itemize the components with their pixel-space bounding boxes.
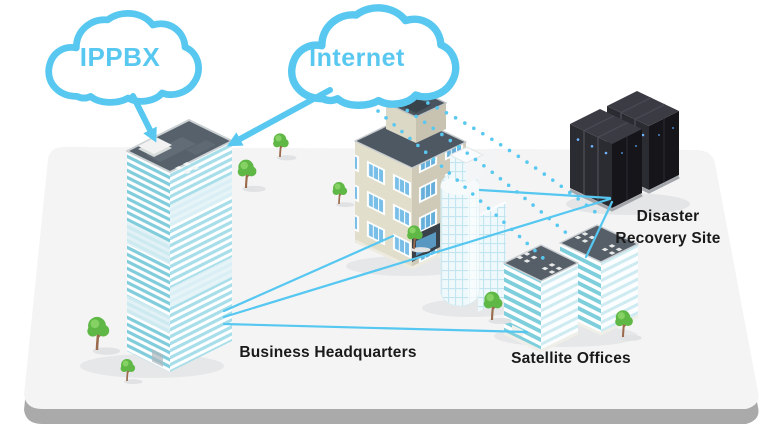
business-headquarters-label: Business Headquarters <box>239 344 416 361</box>
server-rack-row-front <box>568 107 644 212</box>
satellite-offices-building <box>503 224 639 353</box>
site-labels: Business Headquarters Satellite Offices … <box>239 208 720 367</box>
internet-cloud: Internet <box>292 8 456 105</box>
cloud-arrows <box>130 87 333 147</box>
ippbx-cloud: IPPBX <box>49 13 199 102</box>
ippbx-to-hq-arrow <box>130 93 157 143</box>
solid-links <box>222 188 614 334</box>
disaster-recovery-label-line2: Recovery Site <box>615 230 720 247</box>
internet-to-hq-arrow <box>226 87 333 147</box>
ippbx-cloud-label: IPPBX <box>80 42 161 72</box>
link-hq-satellite <box>222 322 529 334</box>
office-tower-building <box>440 146 507 312</box>
satellite-offices-label: Satellite Offices <box>511 350 631 367</box>
link-hq-midrise <box>222 234 395 313</box>
internet-cloud-label: Internet <box>309 44 405 72</box>
arrowhead-icon <box>226 132 244 147</box>
headquarters-building <box>126 119 233 372</box>
disaster-recovery-label-line1: Disaster <box>637 208 700 225</box>
dotted-link-3 <box>388 83 601 217</box>
roof-skylights <box>175 162 199 174</box>
link-satellite-disaster-recovery <box>584 200 614 259</box>
link-hq-disaster-recovery <box>222 197 612 319</box>
arrowhead-icon <box>143 126 157 143</box>
dotted-links <box>352 83 601 260</box>
roof-penthouse <box>138 137 172 154</box>
link-tower-disaster-recovery <box>478 188 612 200</box>
